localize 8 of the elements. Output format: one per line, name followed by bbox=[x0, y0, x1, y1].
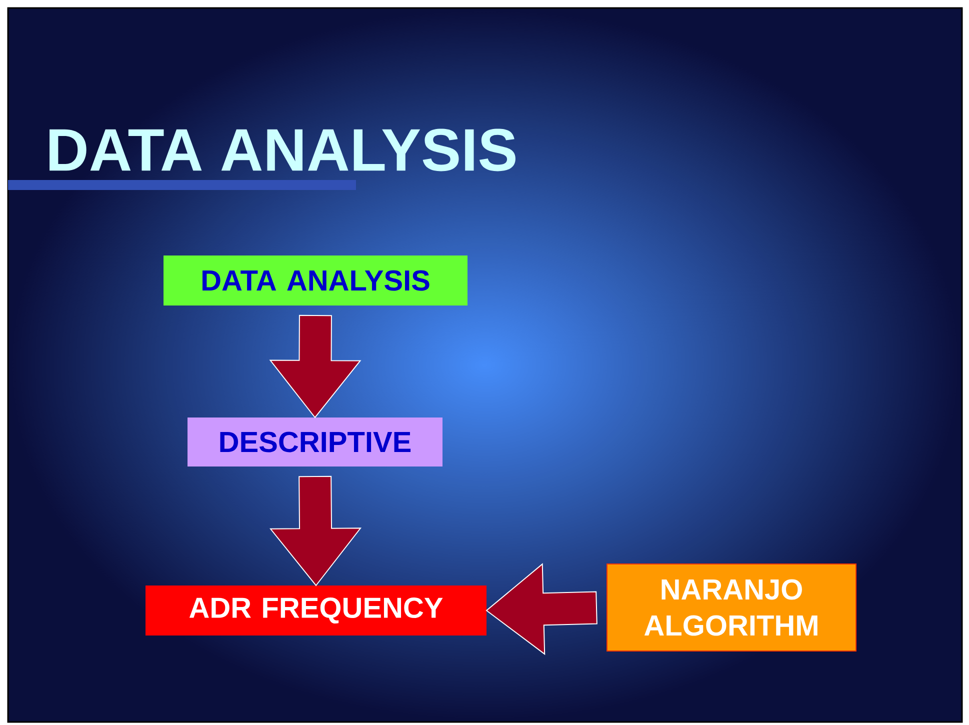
block-arrow bbox=[269, 314, 362, 418]
block-arrow bbox=[486, 563, 598, 656]
block-arrow bbox=[270, 476, 362, 586]
process-box: DATA ANALYSIS bbox=[164, 256, 468, 306]
process-box: ADR FREQUENCY bbox=[146, 586, 486, 636]
process-box: NARANJO ALGORITHM bbox=[606, 564, 856, 652]
process-box: DESCRIPTIVE bbox=[188, 418, 442, 466]
slide-title: DATA ANALYSIS bbox=[50, 128, 516, 172]
